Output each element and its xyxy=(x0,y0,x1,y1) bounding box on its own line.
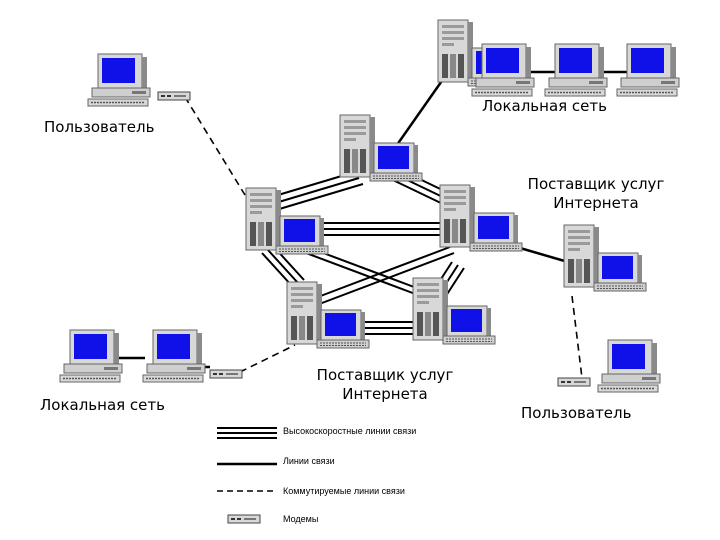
legend-lines-label: Линии связи xyxy=(283,456,335,466)
workstation-lan-top-2 xyxy=(544,43,608,97)
label-isp-bottom-line2: Интернета xyxy=(342,385,428,403)
modem-user-top xyxy=(157,91,191,101)
legend-modem-icon xyxy=(227,514,261,524)
label-user-bottom: Пользователь xyxy=(521,404,632,422)
workstation-user-top xyxy=(87,53,151,107)
label-lan-bottom: Локальная сеть xyxy=(40,396,165,414)
legend-dialup-label: Коммутируемые линии связи xyxy=(283,486,405,496)
workstation-user-bottom xyxy=(597,339,661,393)
legend-modems-label: Модемы xyxy=(283,514,319,524)
label-user-top: Пользователь xyxy=(44,118,155,136)
dialup-line-user-bottom xyxy=(571,295,583,379)
label-lan-top: Локальная сеть xyxy=(482,97,607,115)
server-isp-bottom-right xyxy=(412,277,496,345)
legend-highspeed-symbol xyxy=(217,427,277,439)
legend-highspeed-label: Высокоскоростные линии связи xyxy=(283,426,417,436)
modem-lan-bottom xyxy=(209,369,243,379)
modem-user-bottom xyxy=(557,377,591,387)
line-lan-top xyxy=(390,74,448,153)
label-isp-bottom: Поставщик услуг Интернета xyxy=(305,366,465,404)
line-isp-right xyxy=(519,246,569,264)
workstation-lan-bottom-1 xyxy=(59,329,123,383)
label-isp-right-line2: Интернета xyxy=(553,194,639,212)
dialup-line-user-top xyxy=(184,96,246,196)
server-isp-bottom-left xyxy=(286,281,370,349)
label-isp-right-line1: Поставщик услуг xyxy=(527,175,665,193)
workstation-lan-top-3 xyxy=(616,43,680,97)
workstation-lan-bottom-2 xyxy=(142,329,206,383)
label-isp-bottom-line1: Поставщик услуг xyxy=(316,366,454,384)
dialup-line-lan-bottom xyxy=(239,344,296,373)
legend-symbols xyxy=(217,427,277,492)
server-isp-right xyxy=(439,184,523,252)
label-isp-right: Поставщик услуг Интернета xyxy=(516,175,676,213)
server-isp-far-right xyxy=(563,224,647,292)
